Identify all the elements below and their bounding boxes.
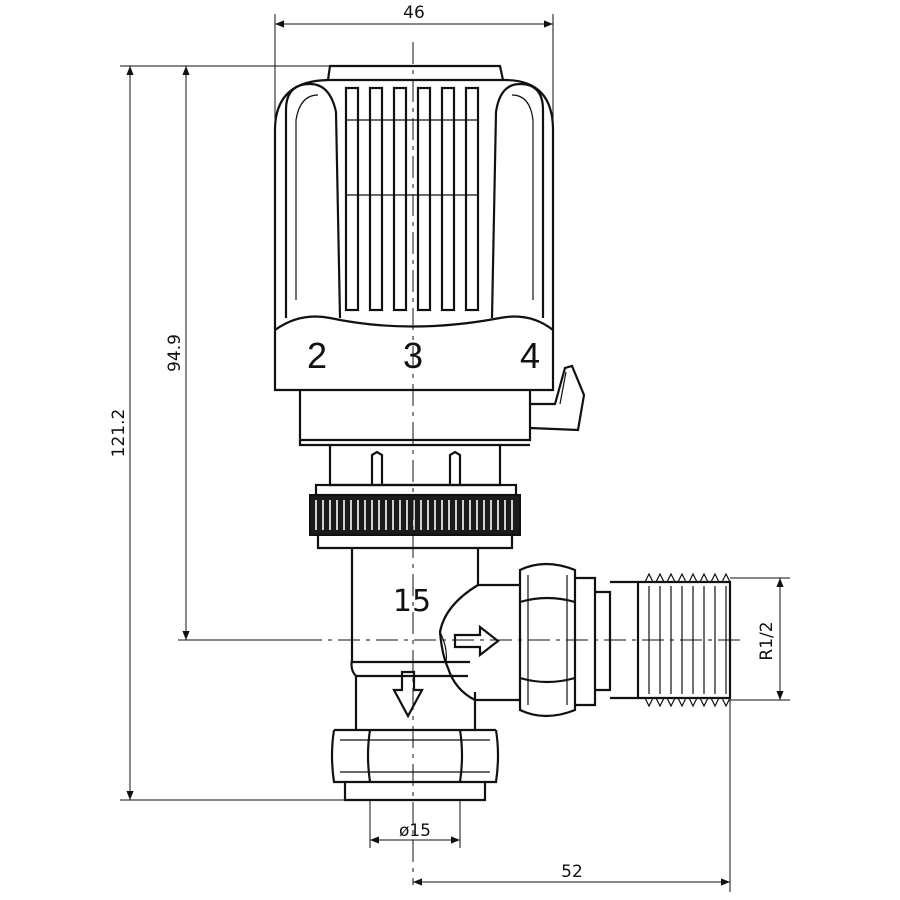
dim-width-46: 46 <box>403 3 425 23</box>
dim-height-121: 121.2 <box>109 409 129 458</box>
center-lines <box>300 42 740 885</box>
thread-ridge <box>710 572 720 708</box>
valve-body <box>350 548 520 730</box>
body-size-marking: 15 <box>393 584 431 619</box>
thread-ridge <box>699 572 709 708</box>
bottom-union-nut <box>330 728 500 802</box>
dim-pipe-15: ø15 <box>399 821 431 841</box>
dial-scale: 2 3 4 <box>307 335 540 376</box>
knurled-ring <box>309 483 521 550</box>
dim-height-94: 94.9 <box>165 334 185 372</box>
dim-length-52: 52 <box>561 862 583 882</box>
thermostatic-head <box>273 64 586 487</box>
dimension-lines <box>120 14 790 892</box>
dim-thread-r12: R1/2 <box>757 621 777 660</box>
dial-number-4: 4 <box>520 335 540 376</box>
side-union-nut <box>518 562 640 718</box>
dial-number-2: 2 <box>307 335 327 376</box>
grip-ribs <box>344 86 480 312</box>
